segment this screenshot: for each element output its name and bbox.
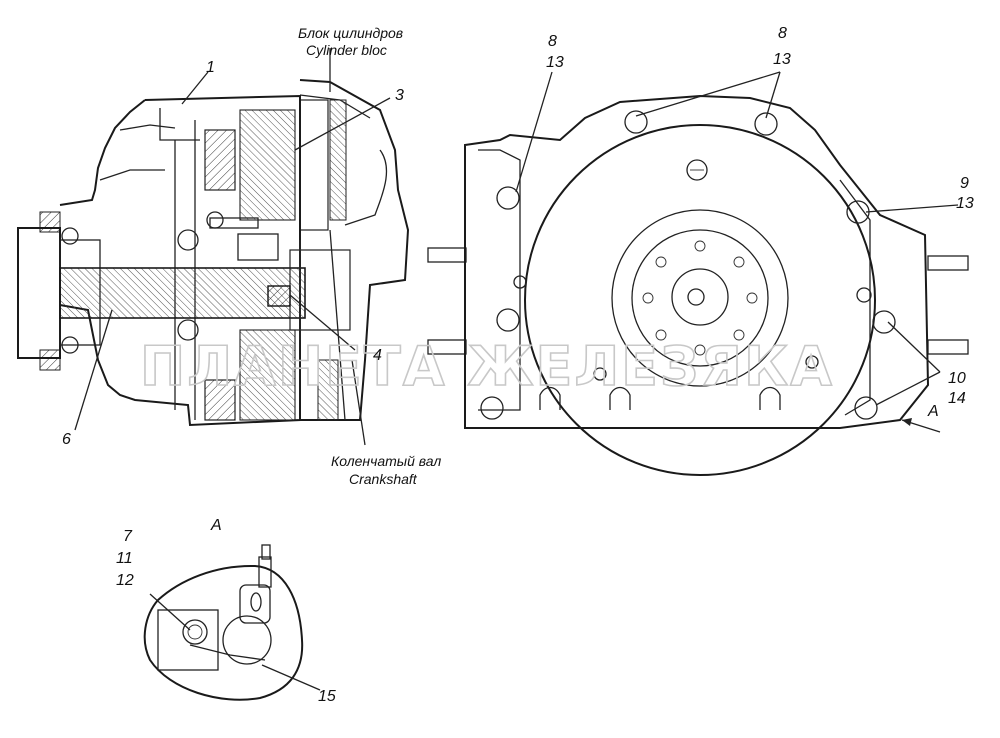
callout-8-right: 8 <box>778 25 787 42</box>
callout-7: 7 <box>123 528 133 545</box>
callout-11: 11 <box>116 550 133 567</box>
labels: Блок цилиндров Cylinder bloc Коленчатый … <box>62 25 974 705</box>
callout-9: 9 <box>960 175 969 192</box>
callout-3: 3 <box>395 87 404 104</box>
callout-6: 6 <box>62 431 71 448</box>
watermark: ПЛАНЕТА ЖЕЛЕЗЯКА <box>140 335 834 398</box>
leader-lines <box>74 48 959 691</box>
front-view <box>427 94 969 476</box>
callout-15: 15 <box>318 688 336 705</box>
callout-10: 10 <box>948 370 966 387</box>
view-a-detail <box>143 544 304 701</box>
callout-8-left: 8 <box>548 33 557 50</box>
sectional-view <box>17 79 410 427</box>
label-view-a-arrow: A <box>927 403 939 420</box>
label-cylinder-block-ru: Блок цилиндров <box>298 25 403 41</box>
label-cylinder-block-en: Cylinder bloc <box>306 42 387 58</box>
callout-13-right: 13 <box>773 51 791 68</box>
label-view-a: A <box>210 517 222 534</box>
callout-12: 12 <box>116 572 134 589</box>
callout-13-left: 13 <box>546 54 564 71</box>
callout-4: 4 <box>373 347 382 364</box>
label-crankshaft-ru: Коленчатый вал <box>331 453 441 469</box>
callout-13-side: 13 <box>956 195 974 212</box>
callout-1: 1 <box>206 59 215 76</box>
callout-14: 14 <box>948 390 966 407</box>
label-crankshaft-en: Crankshaft <box>349 471 418 487</box>
